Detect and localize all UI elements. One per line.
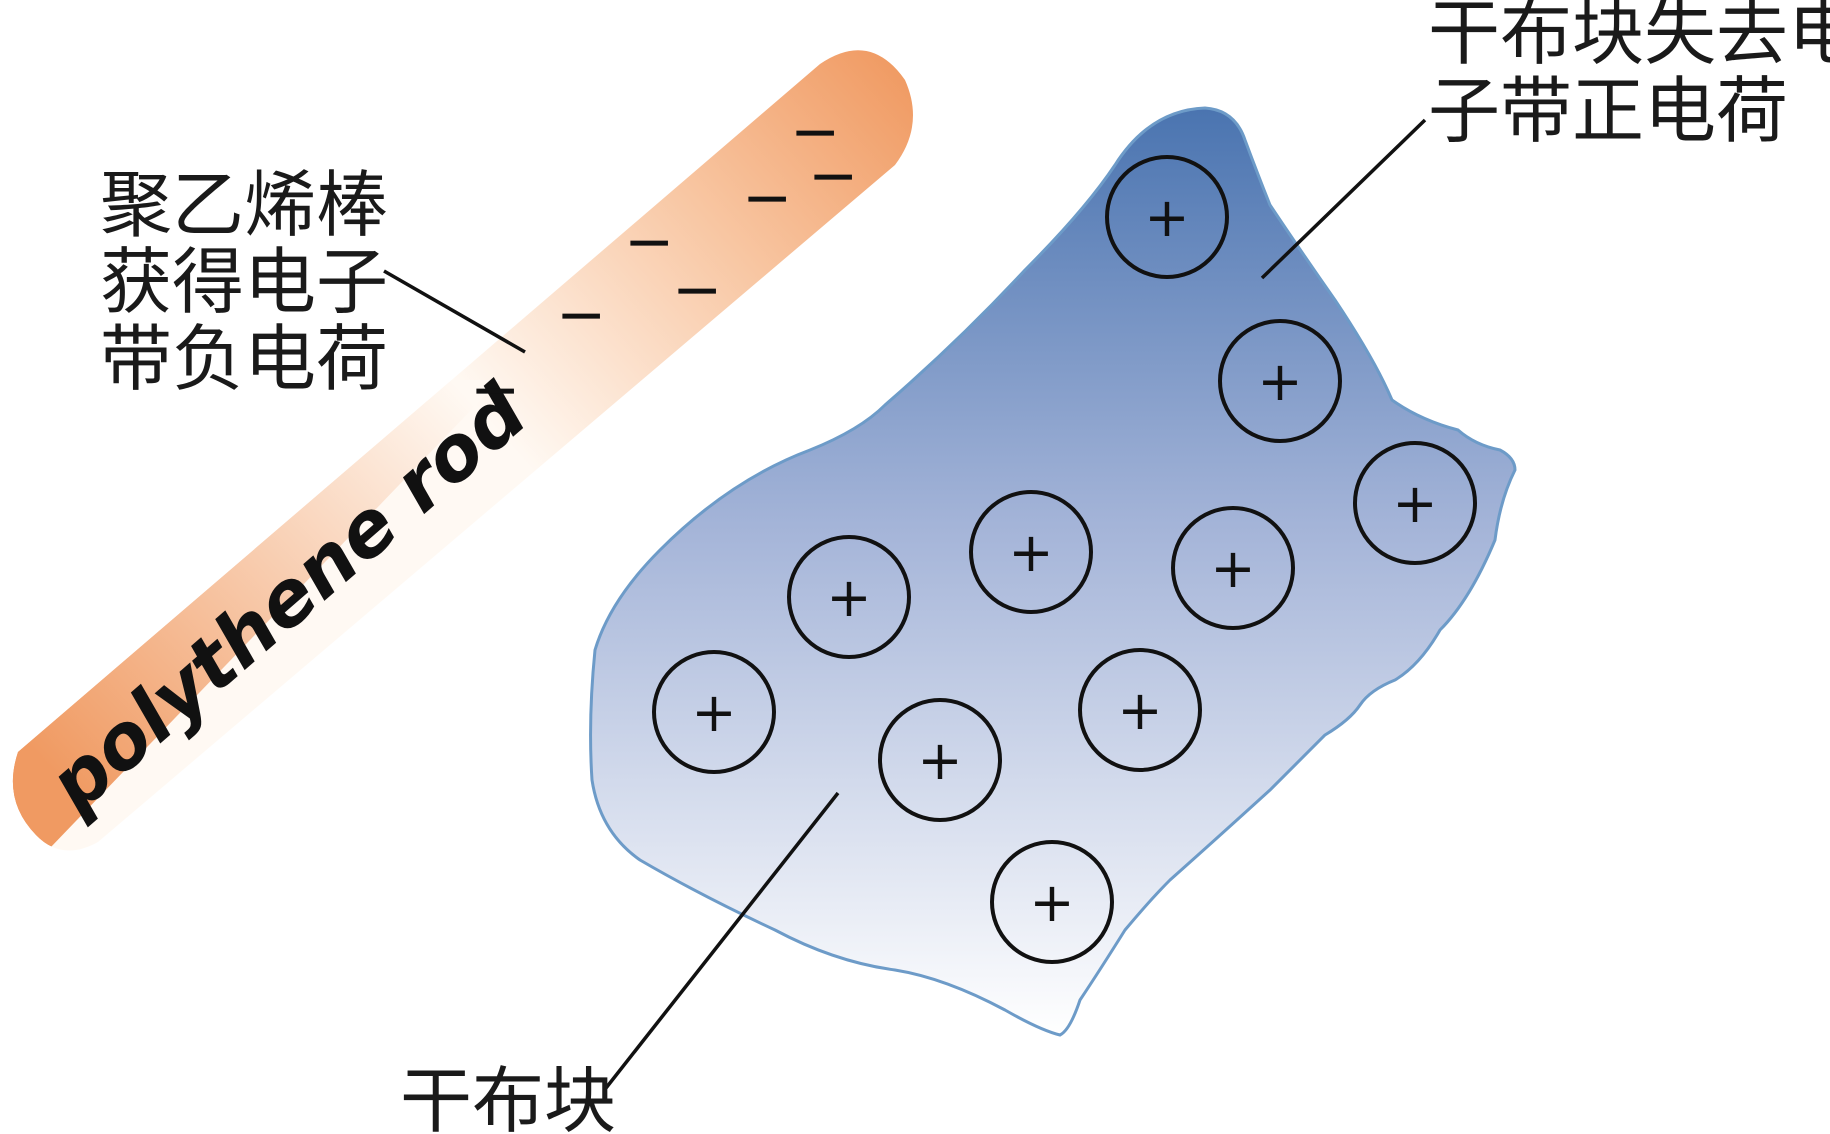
negative-charge: − bbox=[556, 280, 606, 350]
svg-text:+: + bbox=[1117, 679, 1162, 742]
cloth-shape bbox=[589, 106, 1517, 1037]
negative-charge: − bbox=[624, 207, 674, 277]
svg-text:+: + bbox=[1210, 537, 1255, 600]
rod-negative-charges: − − − − − − − bbox=[470, 97, 858, 425]
svg-text:+: + bbox=[826, 566, 871, 629]
cloth-bottom-annotation: 干布块 bbox=[400, 1059, 616, 1134]
cloth-top-annotation: 干布块失去电 子带正电荷 bbox=[1428, 0, 1830, 153]
positive-charge: + bbox=[652, 650, 776, 774]
cloth-top-leader-line bbox=[1260, 118, 1427, 280]
svg-text:+: + bbox=[691, 681, 736, 744]
rod-annotation: 聚乙烯棒 获得电子 带负电荷 bbox=[100, 163, 388, 401]
positive-charge: + bbox=[990, 840, 1114, 964]
rod-label: polythene rod bbox=[31, 366, 544, 829]
positive-charge: + bbox=[787, 535, 911, 659]
negative-charge: − bbox=[470, 355, 520, 425]
svg-text:+: + bbox=[1392, 472, 1437, 535]
positive-charge: + bbox=[1078, 648, 1202, 772]
cloth-top-annotation-line: 子带正电荷 bbox=[1428, 69, 1788, 153]
cloth-top-annotation-line: 干布块失去电 bbox=[1428, 0, 1830, 75]
svg-text:+: + bbox=[1257, 350, 1302, 413]
svg-text:+: + bbox=[917, 729, 962, 792]
positive-charge: + bbox=[1218, 319, 1342, 443]
positive-charge: + bbox=[1171, 506, 1295, 630]
negative-charge: − bbox=[672, 255, 722, 325]
negative-charge: − bbox=[790, 97, 840, 167]
negative-charge: − bbox=[808, 141, 858, 211]
cloth-positive-charges: + + + + + + + bbox=[652, 155, 1477, 964]
svg-text:+: + bbox=[1008, 521, 1053, 584]
positive-charge: + bbox=[969, 490, 1093, 614]
rod-annotation-line: 带负电荷 bbox=[100, 317, 388, 401]
positive-charge: + bbox=[878, 698, 1002, 822]
positive-charge: + bbox=[1353, 441, 1477, 565]
rod-annotation-line: 聚乙烯棒 bbox=[100, 163, 388, 247]
positive-charge: + bbox=[1105, 155, 1229, 279]
rod-leader-line bbox=[383, 269, 526, 354]
negative-charge: − bbox=[742, 163, 792, 233]
cloth-bottom-leader-line bbox=[604, 791, 840, 1090]
svg-text:+: + bbox=[1029, 871, 1074, 934]
svg-text:+: + bbox=[1144, 186, 1189, 249]
dry-cloth: + + + + + + + bbox=[589, 106, 1517, 1037]
rod-annotation-line: 获得电子 bbox=[100, 240, 388, 324]
leader-lines bbox=[383, 118, 1427, 1090]
